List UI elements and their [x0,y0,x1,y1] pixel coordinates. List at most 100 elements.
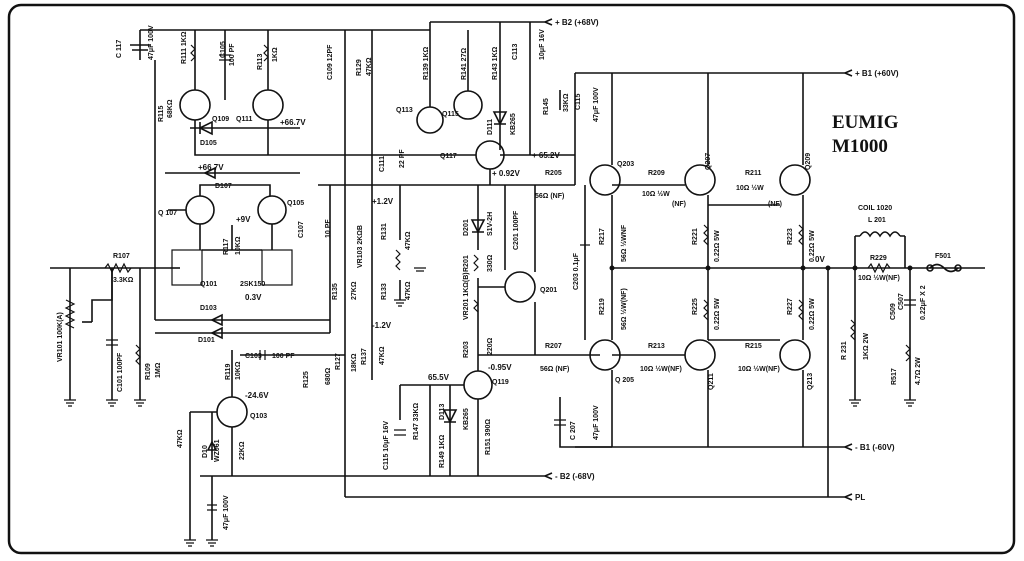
label-d113: D113 [439,404,446,420]
label-r137: R137 [361,348,368,365]
label-r129-value: 47KΩ [366,57,373,76]
label-q101: Q101 [200,281,217,288]
label-r211: R211 [745,170,761,177]
label-r143: R143 1KΩ [492,46,499,80]
label-c507-value: 0.22μF X 2 [920,285,927,320]
input-stage [64,225,293,407]
label-d111-value: KB265 [510,113,517,135]
label-r229: R229 [870,255,887,262]
rail-b2-neg: - B2 (-68V) [555,472,595,481]
label-c103: C103 [245,353,262,360]
label-q119: Q119 [492,379,509,386]
label-r207-value: 56Ω (NF) [540,366,569,373]
label-r137-value: 47KΩ [379,346,386,365]
diff-amp [154,60,331,340]
voltage-label: -0.95V [488,363,512,372]
label-vr101: VR101 100K(A) [57,312,64,362]
label-c105-value: 100 PF [229,43,236,66]
label-c207-value: 47μF 100V [593,405,600,440]
label-r107-value: 3.3KΩ [113,277,134,284]
label-c117: C 117 [116,40,123,58]
label-r209-value: 10Ω ½W [642,190,670,198]
voltage-label: +66.7V [280,118,306,127]
label-c111-value: 22 PF [399,149,406,168]
brand-title: EUMIG [832,112,899,133]
label-d101: D101 [198,337,215,344]
label-c203: C203 0.1μF [573,252,580,290]
label-q105: Q105 [287,200,304,207]
voltage-amp [300,22,576,497]
label-q205: Q 205 [615,377,634,384]
model-title: M1000 [832,136,888,157]
label-c115b: C115 [575,94,582,110]
label-q109: Q109 [212,116,229,123]
label-c101: C101 100PF [117,352,124,392]
label-r517: R517 [891,368,898,385]
label-r215-value: 10Ω ½W(NF) [738,365,780,373]
label-d103: D103 [200,305,217,312]
rail-b1-neg: - B1 (-60V) [855,443,895,452]
label-c115: C115 10μF 16V [383,421,390,470]
voltage-label: + 0.92V [492,169,520,178]
label-q103: Q103 [250,413,267,420]
label-d105: D105 [200,140,217,147]
label-d201-value: S1V-2H [487,212,494,236]
rail-0v: 0V [815,255,825,264]
rail-b2-pos: + B2 (+68V) [555,18,599,27]
label-d10: D10 [202,445,209,458]
label-r219: R219 [599,298,606,315]
label-r213: R213 [648,343,665,350]
label-q107: Q 107 [158,210,177,217]
label-c113: C113 [512,44,519,60]
label-r203-value: 220Ω [487,337,494,355]
label-c105: C105 [220,41,227,58]
label-r227: R227 [787,298,794,315]
label-r213-value: 10Ω ½W(NF) [640,365,682,373]
label-c47: 47μF 100V [223,495,230,530]
label-c207: C 207 [570,421,577,440]
label-r231: R 231 [841,341,848,360]
label-r227-value: 0.22Ω 5W [809,298,816,330]
label-r125-value: 680Ω [325,367,332,385]
label-vr201: VR201 1KΩ(B) [463,272,470,320]
label-c201: C201 100PF [513,210,520,250]
label-r127: R127 [335,353,342,370]
label-r135-value: 27KΩ [351,281,358,300]
label-r111: R111 1KΩ [181,31,188,64]
label-q117: Q117 [440,153,457,160]
label-q211: Q211 [708,373,715,390]
label-r133-value: 47KΩ [405,281,412,300]
schematic-labels: EUMIG M1000 + B2 (+68V) + B1 (+60V) - B1… [57,18,951,530]
label-r131-value: 47KΩ [405,231,412,250]
voltage-label: -1.2V [372,321,392,330]
label-r125: R125 [303,371,310,388]
label-r127-value: 18KΩ [351,353,358,372]
label-c507: C507 [898,293,905,310]
label-r115-value: 68KΩ [167,99,174,118]
label-r107: R107 [113,253,130,260]
label-c115b-value: 47μF 100V [593,87,600,122]
label-d111: D111 [487,119,494,135]
label-r113: R113 [257,54,264,70]
label-r217: R217 [599,228,606,245]
label-c113-value: 10μF 16V [539,29,546,60]
label-r223-value: 0.22Ω 5W [809,230,816,262]
label-r209: R209 [648,170,665,177]
label-r207: R207 [545,343,562,350]
predriver-stage [394,185,600,476]
label-r119-value: 10KΩ [235,361,242,380]
label-r113-value: 1KΩ [272,47,279,62]
label-r201: R201 [463,255,470,272]
label-c117-value: 47μF 100V [148,25,155,60]
label-q203: Q203 [617,161,634,168]
label-c107: C107 [298,221,305,238]
label-r109: R109 [145,363,152,380]
label-vr103: VR103 2KΩB [357,225,364,268]
voltage-label: -24.6V [245,391,269,400]
current-source [184,350,345,547]
label-r131: R131 [381,223,388,240]
label-r201-value: 330Ω [487,254,494,272]
label-r203: R203 [463,341,470,358]
label-c111: C111 [379,156,386,172]
label-r231-value: 1KΩ 2W [863,333,870,360]
